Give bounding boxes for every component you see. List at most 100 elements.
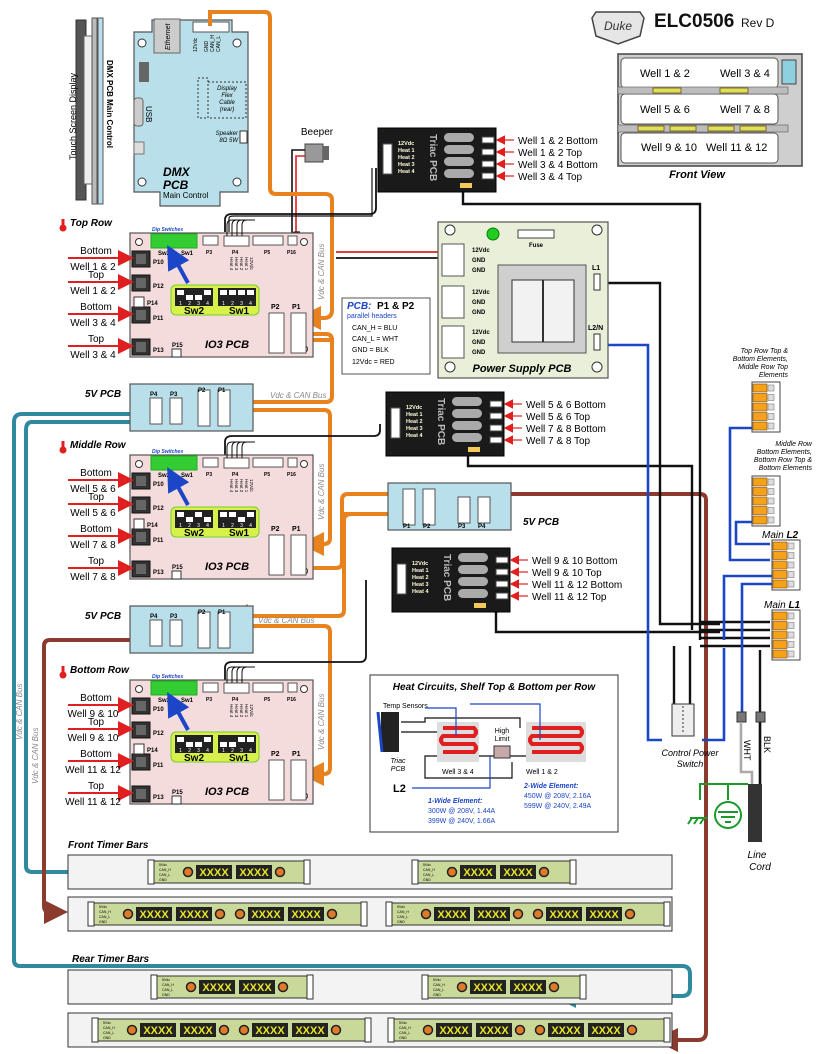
dmx-side-label: DMX PCB Main Control: [105, 60, 114, 148]
timer-button: [182, 866, 194, 878]
mount-hole: [135, 685, 143, 693]
p4-pin-label: Heat 4: [229, 479, 234, 493]
front-well-7-8: Well 7 & 8: [720, 104, 770, 116]
line-cord: WHT BLK Line Cord: [736, 711, 772, 873]
psu-l2n: L2/N: [588, 325, 603, 332]
triac-pin-label: Heat 2: [406, 419, 423, 425]
timer-display-text: XXXX: [239, 867, 269, 879]
p4-pin-label: Heat 3: [234, 479, 239, 493]
mount-hole: [300, 238, 308, 246]
bus-label-1: Vdc & CAN Bus: [317, 244, 326, 300]
triac-output-terminal: [489, 400, 503, 408]
terminal-port: [787, 552, 795, 559]
dip-number: 2: [231, 301, 234, 307]
triac-pin-label: 12Vdc: [412, 561, 428, 567]
timer-display-text: XXXX: [202, 982, 232, 994]
timer-display: [248, 907, 284, 921]
timer-pin-label: GND: [162, 993, 170, 997]
hc-triac-2: PCB: [391, 766, 406, 773]
term-group1-1: Top Row Top &: [741, 348, 789, 355]
sw2-label: Sw2: [184, 528, 204, 539]
sw1-toggle-1: [220, 295, 227, 300]
timer-display-text: XXXX: [473, 982, 503, 994]
timer-pin-label: CAN_H: [397, 910, 409, 914]
sw2-body: [175, 510, 213, 528]
thermometer-icon: [61, 666, 65, 675]
mount-hole: [300, 685, 308, 693]
triac-heatsink: [444, 169, 474, 178]
port-label: P5: [264, 250, 270, 256]
timer-button: [624, 908, 636, 920]
p2-connector: [268, 312, 285, 354]
timer-display: [136, 907, 172, 921]
timer-connector-right: [569, 859, 577, 885]
triac-pin-label: Heat 1: [398, 148, 415, 154]
terminal-block-main-l1: [771, 609, 801, 661]
dip-number: 3: [197, 748, 200, 754]
timer-button: [514, 1024, 526, 1036]
line-cord-2: Cord: [749, 862, 771, 873]
dip-number: 1: [222, 301, 225, 307]
p5-connector: [252, 682, 284, 693]
temp-sensors: Temp Sensors: [383, 703, 428, 710]
dip-number: 3: [240, 748, 243, 754]
triac-output-label: Well 1 & 2 Top: [518, 148, 583, 159]
port-label: P14: [147, 523, 158, 529]
timer-pin-label: CAN_H: [433, 983, 445, 987]
timer-connector-left: [87, 901, 95, 927]
thermometer-icon: [61, 441, 65, 450]
timer-pin-label: CAN_L: [103, 1031, 114, 1035]
timer-connector-right: [663, 1017, 671, 1043]
control-power-switch[interactable]: Control Power Switch: [661, 703, 720, 769]
p4-connector: [223, 682, 250, 694]
triac-ac-connector: [468, 447, 480, 452]
five-v-title: 5V PCB: [85, 389, 121, 400]
term-group2-3: Bottom Row Top &: [754, 457, 812, 464]
timer-display: [548, 1023, 584, 1037]
one-wide-1: 300W @ 208V, 1.44A: [428, 808, 496, 815]
port-label: P15: [172, 565, 183, 571]
timer-pin-label: GND: [159, 878, 167, 882]
timer-pin-label: 5Vdc: [433, 978, 441, 982]
triac-output-terminal: [489, 424, 503, 432]
connector-detail: [136, 757, 146, 767]
terminal-blocks: Top Row Top & Bottom Elements, Middle Ro…: [733, 348, 813, 661]
port-label: P14: [147, 301, 158, 307]
speaker-2: 8Ω 5W: [219, 138, 239, 144]
five-v-connector: [217, 389, 231, 427]
dip-number: 1: [179, 748, 182, 754]
dip-number: 4: [206, 301, 209, 307]
triac-output-label: Well 5 & 6 Top: [526, 412, 591, 423]
timer-display-text: XXXX: [437, 909, 467, 921]
row-title: Bottom Row: [70, 665, 130, 676]
timer-button: [238, 1024, 250, 1036]
flex-cable-4: (rear): [220, 107, 235, 113]
timer-pin-label: 5Vdc: [397, 905, 405, 909]
usb-label: USB: [144, 106, 153, 122]
input-label-top: Top: [88, 781, 105, 792]
bus-label-4: Vdc & CAN Bus: [258, 616, 314, 625]
connector-detail: [136, 254, 146, 264]
triac-output-label: Well 9 & 10 Top: [532, 568, 602, 579]
timer-connector-left: [421, 974, 429, 1000]
terminal-lever: [752, 412, 768, 421]
legend-title-b: P1 & P2: [377, 301, 415, 312]
timer-display-text: XXXX: [199, 867, 229, 879]
port-label: P10: [153, 482, 164, 488]
sw1-small: Sw1: [181, 473, 194, 479]
fuse-label: Fuse: [529, 243, 544, 249]
sw1-toggle-3: [238, 512, 245, 517]
timer-display: [434, 907, 470, 921]
high-limit-2: Limit: [495, 736, 510, 743]
timer-button: [420, 908, 432, 920]
touch-screen-display: Touch Screen Display DMX PCB Main Contro…: [68, 17, 114, 205]
p1-connector: [290, 759, 307, 801]
p3-connector: [202, 682, 219, 693]
dip-number: 4: [249, 748, 252, 754]
port-label: P11: [153, 538, 164, 544]
p16-connector: [287, 682, 298, 693]
timer-button: [534, 1024, 546, 1036]
